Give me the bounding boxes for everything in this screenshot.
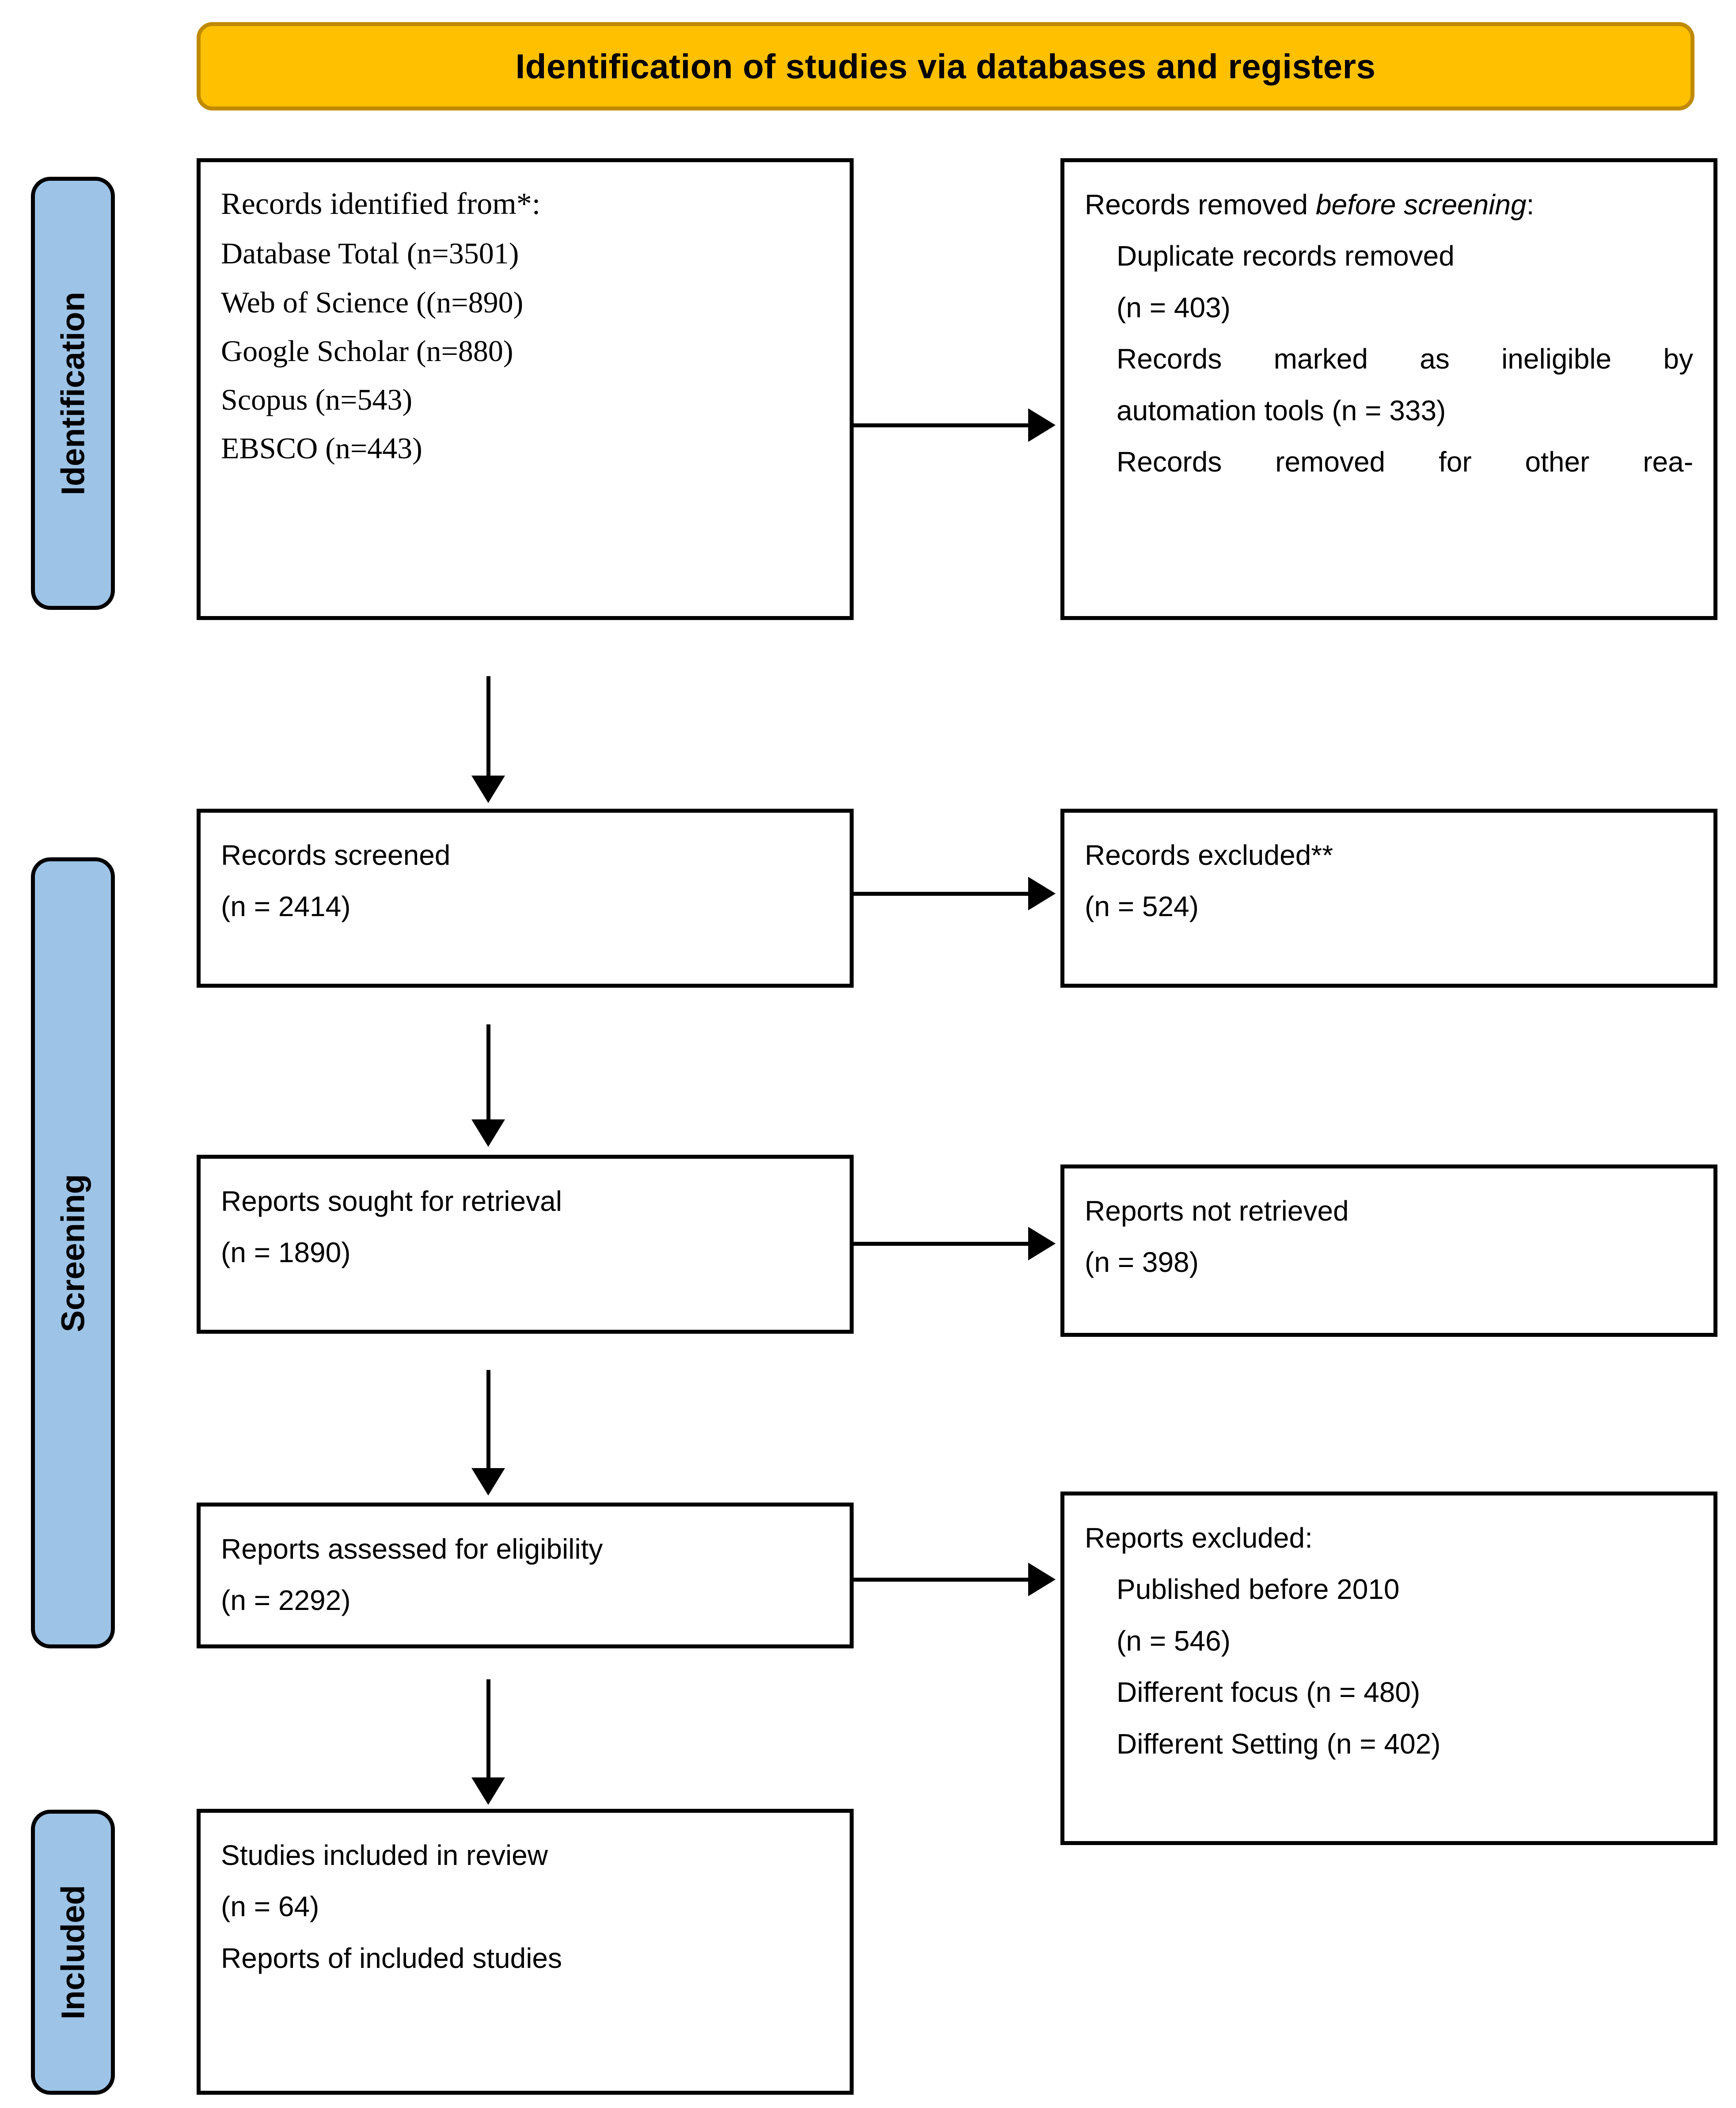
arrow-identified-to-screened-head [471,776,505,803]
banner-title: Identification of studies via databases … [515,46,1376,86]
records-removed-lead-suffix: : [1526,189,1535,221]
arrow-identified-to-removed-line [854,423,1028,427]
box-records-removed: Records removed before screening: Duplic… [1060,158,1717,620]
arrow-sought-to-assessed-line [486,1370,490,1468]
arrow-sought-to-not-retrieved-line [854,1242,1028,1246]
reports-excluded-line-1: Published before 2010 [1117,1573,1400,1606]
reports-not-retrieved-line-1: Reports not retrieved [1085,1195,1349,1227]
records-excluded-line-2: (n = 524) [1085,890,1199,923]
arrow-assessed-to-included-line [486,1679,490,1777]
reports-assessed-line-1: Reports assessed for eligibility [221,1533,603,1565]
studies-included-line-3: Reports of included studies [221,1942,562,1974]
box-studies-included: Studies included in review (n = 64) Repo… [197,1809,854,2095]
records-screened-line-2: (n = 2414) [221,890,351,923]
records-removed-line-5: Records removed for other rea- [1117,446,1693,478]
arrow-screened-to-excluded-head [1028,877,1056,910]
arrow-assessed-to-included-head [471,1777,505,1805]
stage-label-included: Included [31,1810,115,2095]
arrow-screened-to-excluded-line [854,892,1028,896]
records-removed-lead: Records removed before screening: [1085,179,1693,230]
records-removed-line-3: Records marked as ineligible by [1117,343,1693,375]
stage-label-screening-text: Screening [54,1174,91,1332]
stage-label-included-text: Included [54,1885,91,2020]
stage-label-identification: Identification [31,177,115,610]
box-records-identified: Records identified from*: Database Total… [197,158,854,620]
records-identified-line-2: Google Scholar (n=880) [221,334,513,368]
box-reports-sought: Reports sought for retrieval (n = 1890) [197,1155,854,1334]
reports-sought-line-2: (n = 1890) [221,1237,351,1269]
box-reports-not-retrieved: Reports not retrieved (n = 398) [1060,1164,1717,1337]
reports-excluded-line-2: (n = 546) [1117,1625,1231,1657]
records-removed-line-1: Duplicate records removed [1117,240,1455,272]
records-identified-lead: Records identified from*: [221,187,541,221]
reports-excluded-line-4: Different Setting (n = 402) [1117,1727,1441,1760]
studies-included-line-1: Studies included in review [221,1839,548,1871]
box-reports-excluded-detail: Reports excluded: Published before 2010 … [1060,1492,1717,1845]
box-records-screened: Records screened (n = 2414) [197,809,854,988]
stage-label-screening: Screening [31,857,115,1648]
records-removed-lead-italic: before screening [1315,189,1527,221]
arrow-screened-to-sought-line [486,1024,490,1119]
reports-assessed-line-2: (n = 2292) [221,1584,351,1617]
records-screened-line-1: Records screened [221,839,451,871]
arrow-identified-to-removed-head [1028,408,1056,442]
reports-not-retrieved-line-2: (n = 398) [1085,1246,1199,1278]
arrow-screened-to-sought-head [471,1119,505,1147]
reports-excluded-lead: Reports excluded: [1085,1522,1313,1554]
records-removed-lead-prefix: Records removed [1085,189,1316,221]
arrow-identified-to-screened-line [486,676,490,776]
studies-included-line-2: (n = 64) [221,1891,319,1923]
records-identified-line-3: Scopus (n=543) [221,382,413,416]
arrow-sought-to-assessed-head [471,1468,505,1495]
records-removed-line-4: automation tools (n = 333) [1117,394,1446,426]
reports-sought-line-1: Reports sought for retrieval [221,1185,562,1217]
records-identified-line-1: Web of Science ((n=890) [221,285,524,319]
records-excluded-line-1: Records excluded** [1085,839,1333,871]
box-records-excluded: Records excluded** (n = 524) [1060,809,1717,988]
records-identified-line-4: EBSCO (n=443) [221,431,422,465]
arrow-assessed-to-excluded-line [854,1578,1028,1582]
diagram-banner: Identification of studies via databases … [197,22,1694,110]
box-reports-assessed: Reports assessed for eligibility (n = 22… [197,1503,854,1648]
arrow-sought-to-not-retrieved-head [1028,1227,1056,1260]
records-removed-line-2: (n = 403) [1117,291,1231,323]
reports-excluded-line-3: Different focus (n = 480) [1117,1676,1421,1708]
stage-label-identification-text: Identification [54,291,91,495]
records-identified-line-0: Database Total (n=3501) [221,236,519,270]
arrow-assessed-to-excluded-head [1028,1563,1056,1596]
